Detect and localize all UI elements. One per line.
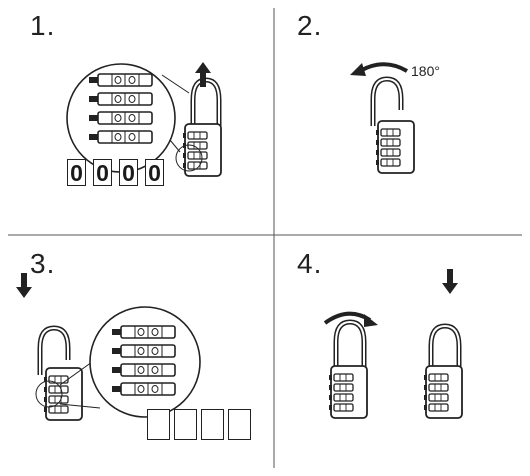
step4-illustration bbox=[323, 269, 463, 419]
step3-number: 3. bbox=[30, 248, 56, 279]
step3-illustration bbox=[16, 273, 201, 421]
step2-rotate-arrow bbox=[361, 62, 409, 73]
new-code-box-1 bbox=[147, 409, 170, 440]
step2-shackle bbox=[370, 76, 404, 126]
new-code-box-2 bbox=[174, 409, 197, 440]
code-digit-1: 0 bbox=[67, 159, 86, 186]
step1-illustration bbox=[66, 62, 222, 177]
step4-shackle-right bbox=[428, 323, 462, 370]
step3-zoom-circle bbox=[89, 306, 201, 418]
code-digit-2: 0 bbox=[93, 159, 112, 186]
step2-illustration bbox=[350, 62, 415, 174]
rotation-label: 180° bbox=[411, 63, 440, 79]
step2-number: 2. bbox=[297, 10, 323, 41]
new-code-box-3 bbox=[201, 409, 224, 440]
step1-number: 1. bbox=[30, 10, 56, 41]
step4-shackle-left bbox=[333, 319, 367, 370]
step4-number: 4. bbox=[297, 248, 323, 279]
code-digit-4: 0 bbox=[145, 159, 164, 186]
code-digit-3: 0 bbox=[119, 159, 138, 186]
new-code-box-4 bbox=[228, 409, 251, 440]
